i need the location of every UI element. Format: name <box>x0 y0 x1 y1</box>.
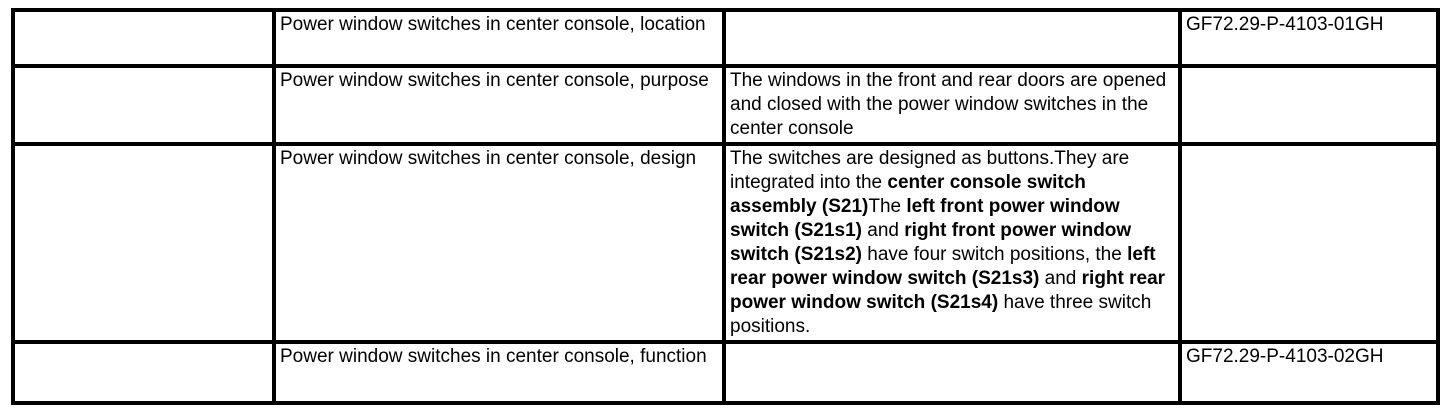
row-label-cell <box>11 8 276 68</box>
code-cell: GF72.29-P-4103-01GH <box>1178 8 1440 68</box>
description-cell <box>722 8 1182 68</box>
text-run: have four switch positions, the <box>862 244 1128 265</box>
table-row: Power window switches in center console,… <box>11 64 1440 146</box>
topic-cell: Power window switches in center console,… <box>272 64 726 146</box>
spec-table: Power window switches in center console,… <box>11 8 1440 405</box>
table-row: Power window switches in center console,… <box>11 142 1440 344</box>
text-run: right rear power window switch (S21s4) <box>730 268 1166 313</box>
description-cell: The switches are designed as buttons.The… <box>722 142 1182 344</box>
topic-cell: Power window switches in center console,… <box>272 142 726 344</box>
text-run: left front power window switch (S21s1) <box>730 196 1120 241</box>
text-run: and <box>862 220 905 241</box>
description-cell: The windows in the front and rear doors … <box>722 64 1182 146</box>
text-run: and <box>1039 268 1082 289</box>
text-run: right front power window switch (S21s2) <box>730 220 1132 265</box>
text-run: The windows in the front and rear doors … <box>730 70 1167 139</box>
row-label-cell <box>11 340 276 405</box>
topic-cell: Power window switches in center console,… <box>272 340 726 405</box>
description-cell <box>722 340 1182 405</box>
text-run: center console switch assembly (S21) <box>730 172 1086 217</box>
table-row: Power window switches in center console,… <box>11 8 1440 68</box>
row-label-cell <box>11 64 276 146</box>
code-cell: GF72.29-P-4103-02GH <box>1178 340 1440 405</box>
code-cell <box>1178 64 1440 146</box>
row-label-cell <box>11 142 276 344</box>
table-row: Power window switches in center console,… <box>11 340 1440 405</box>
text-run: left rear power window switch (S21s3) <box>730 244 1156 289</box>
text-run: have three switch positions. <box>730 292 1152 337</box>
code-cell <box>1178 142 1440 344</box>
text-run: The <box>868 196 907 217</box>
topic-cell: Power window switches in center console,… <box>272 8 726 68</box>
text-run: The switches are designed as buttons.The… <box>730 148 1130 193</box>
